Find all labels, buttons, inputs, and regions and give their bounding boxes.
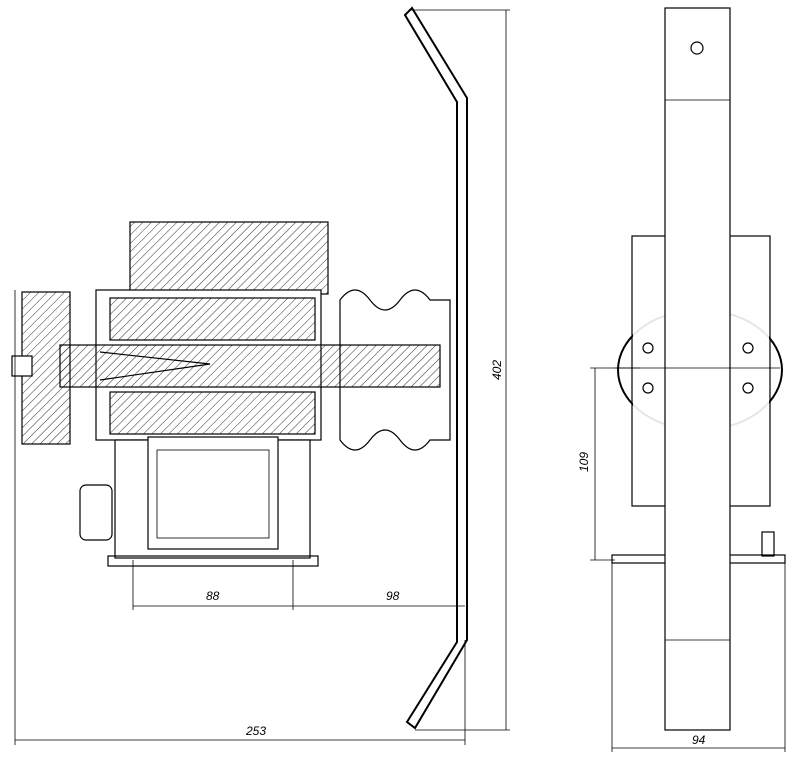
terminal-stud <box>761 531 775 557</box>
mounting-plate <box>403 6 468 730</box>
bolt <box>642 342 654 354</box>
hub <box>11 355 33 377</box>
vertical-bar <box>664 7 731 731</box>
terminal-cover-inner <box>156 449 270 539</box>
bellows <box>339 289 451 451</box>
cable-gland <box>79 484 113 541</box>
dim-88: 88 <box>206 589 220 603</box>
dim-94: 94 <box>692 733 706 747</box>
dim-253: 253 <box>245 724 266 738</box>
front-view <box>611 7 786 731</box>
coil-upper <box>109 297 316 341</box>
side-view <box>11 6 468 730</box>
dim-402: 402 <box>490 360 504 380</box>
bolt <box>742 342 754 354</box>
dim-98: 98 <box>386 589 400 603</box>
dim-109: 109 <box>577 452 591 472</box>
bolt <box>642 382 654 394</box>
bar-hole <box>690 41 704 55</box>
plunger-shaft <box>59 344 441 388</box>
base-foot <box>107 555 319 567</box>
cone-plunger <box>99 351 211 381</box>
coil-lower <box>109 391 316 435</box>
dimensions: 253 88 98 402 109 94 <box>14 9 786 752</box>
bolt <box>742 382 754 394</box>
top-block <box>129 221 329 295</box>
terminal-cover <box>147 436 279 550</box>
